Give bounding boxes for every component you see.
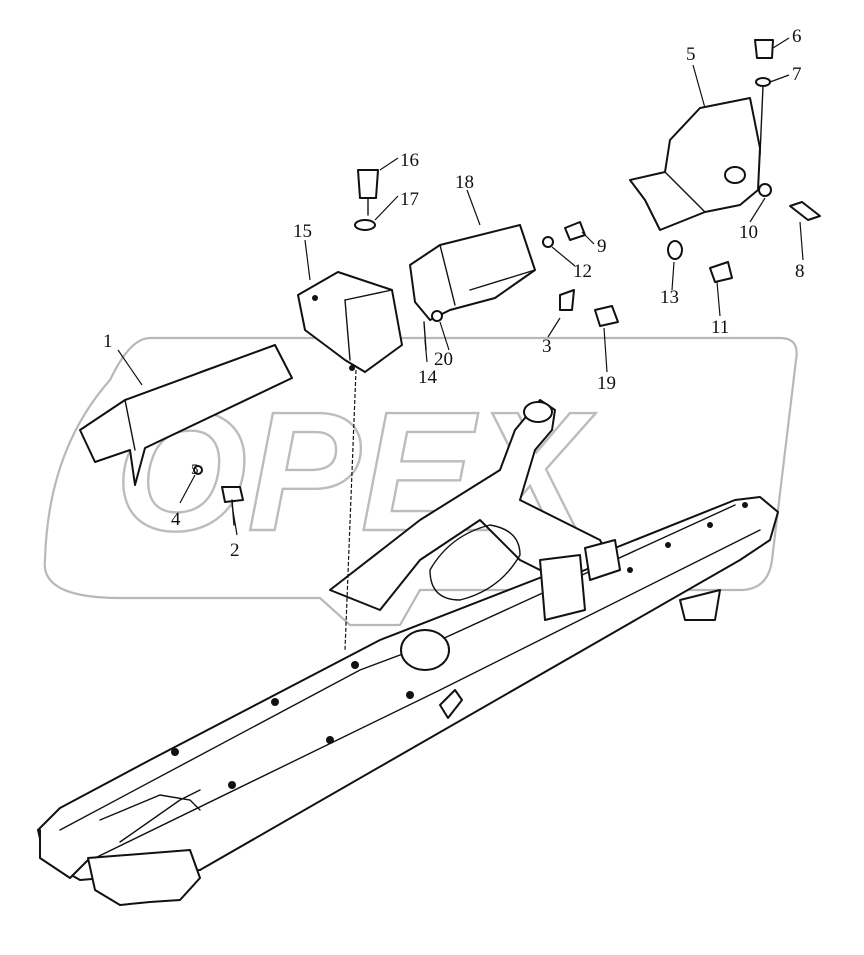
callout-8: 8 bbox=[795, 261, 805, 282]
callout-18: 18 bbox=[455, 172, 474, 193]
callout-5: 5 bbox=[686, 44, 696, 65]
callout-5-left: 5 bbox=[191, 462, 199, 478]
screw-part-9 bbox=[564, 221, 586, 241]
callout-14: 14 bbox=[418, 367, 438, 388]
washer-part-4 bbox=[193, 465, 203, 475]
callout-2: 2 bbox=[230, 540, 240, 561]
callout-20: 20 bbox=[434, 349, 453, 370]
bolt-part-16 bbox=[357, 169, 379, 216]
callout-3: 3 bbox=[542, 336, 552, 357]
cover-part-1 bbox=[79, 344, 293, 486]
nut-part-12 bbox=[542, 236, 554, 248]
leader-lines bbox=[117, 37, 804, 536]
callout-12: 12 bbox=[573, 261, 592, 282]
callout-16: 16 bbox=[400, 150, 419, 171]
callouts: 1 2 3 4 5 5 6 7 8 9 10 11 12 13 14 15 16… bbox=[103, 26, 805, 561]
cover-part-5 bbox=[629, 97, 761, 231]
callout-10: 10 bbox=[739, 222, 758, 243]
nut-part-10 bbox=[758, 183, 772, 197]
screw-part-3 bbox=[559, 289, 575, 311]
washer-part-17 bbox=[354, 219, 376, 231]
track-frame bbox=[37, 399, 779, 906]
callout-4: 4 bbox=[171, 509, 181, 530]
nut-part-13 bbox=[667, 240, 683, 260]
callout-17: 17 bbox=[400, 189, 419, 210]
callout-9: 9 bbox=[597, 236, 607, 257]
callout-7: 7 bbox=[792, 64, 802, 85]
callout-15: 15 bbox=[293, 221, 312, 242]
bolt-part-19 bbox=[594, 305, 619, 327]
callout-11: 11 bbox=[711, 317, 729, 338]
cover-part-18 bbox=[409, 224, 536, 321]
callout-1: 1 bbox=[103, 331, 113, 352]
bolt-part-11 bbox=[709, 261, 733, 283]
callout-19: 19 bbox=[597, 373, 616, 394]
bolt-part-8 bbox=[789, 201, 821, 221]
callout-6: 6 bbox=[792, 26, 802, 47]
bracket-part-15 bbox=[297, 271, 403, 651]
washer-part-20 bbox=[431, 310, 443, 322]
callout-13: 13 bbox=[660, 287, 679, 308]
bolt-part-2 bbox=[221, 486, 244, 526]
bolt-part-6 bbox=[754, 39, 774, 59]
